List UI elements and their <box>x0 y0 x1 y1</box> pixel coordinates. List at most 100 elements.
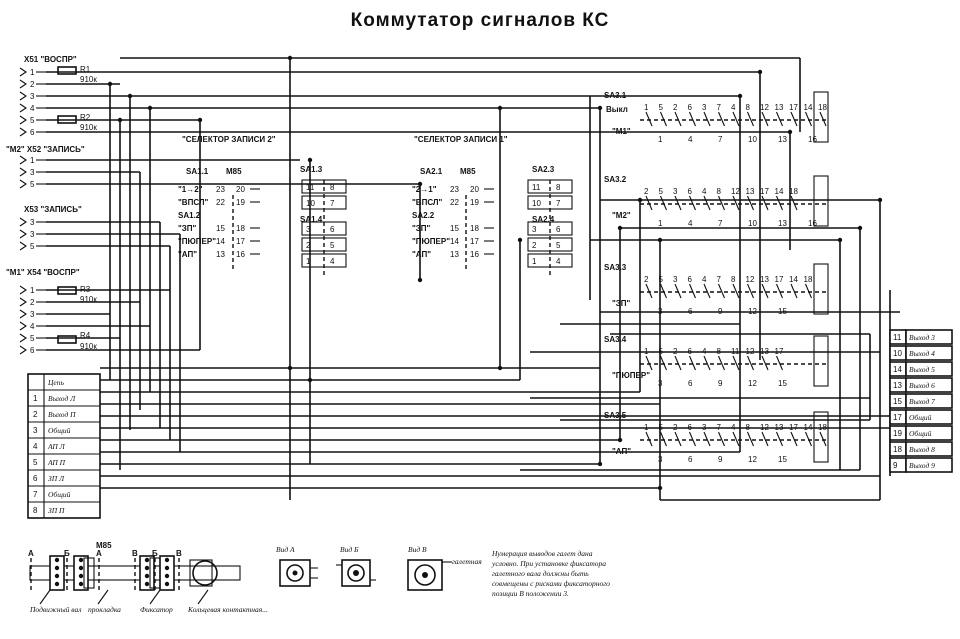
output-name-cell <box>905 393 953 409</box>
switch-contact <box>674 195 682 211</box>
switch-bottom-pin: 10 <box>748 135 757 144</box>
switch-contact <box>761 111 769 127</box>
selector-row-label: "2→1" <box>412 185 437 194</box>
switch-contact <box>761 283 769 299</box>
resistor-r1-ref: R1 <box>80 65 91 74</box>
wafer-contact <box>54 557 60 563</box>
output-name: Выход 4 <box>909 349 935 358</box>
switch-tag: "М1" <box>612 127 631 136</box>
switch-top-pin: 17 <box>789 423 798 432</box>
part-label: прокладка <box>88 605 121 614</box>
wafer-contact <box>78 581 84 587</box>
switch-contact <box>645 431 653 447</box>
x54-pin-number: 6 <box>30 346 35 355</box>
selector-1-col1: SA2.1 <box>420 167 443 176</box>
selector-pin-left: 15 <box>450 224 459 233</box>
output-name: Выход 3 <box>909 333 935 342</box>
selector-pin-left: 13 <box>216 250 225 259</box>
switch-top-pin: 18 <box>818 103 827 112</box>
wafer-contact <box>144 565 150 571</box>
output-pin-number: 18 <box>893 445 902 454</box>
switch-ref: SA3.4 <box>604 335 627 344</box>
junction-dot <box>147 105 153 111</box>
x52-pin-number: 5 <box>30 180 35 189</box>
junction-dot <box>787 129 793 135</box>
switch-tag: "АП" <box>612 447 631 456</box>
output-name-cell <box>905 377 953 393</box>
selector-1-col2: М85 <box>460 167 476 176</box>
junction-dot <box>877 197 883 203</box>
selector-sub-pin-right: 7 <box>556 199 561 208</box>
switch-end-cap <box>813 263 829 315</box>
switch-bottom-pin: 16 <box>808 135 817 144</box>
switch-contact <box>761 431 769 447</box>
note-line: позиции В положении 3. <box>492 589 569 598</box>
switch-bottom-pin: 1 <box>658 135 663 144</box>
wafer-contact <box>144 581 150 587</box>
view-c-extra: галетная <box>452 557 482 566</box>
junction-dot <box>657 485 663 491</box>
switch-contact <box>775 111 784 127</box>
legend-pin: 4 <box>33 442 38 451</box>
legend-pin: 8 <box>33 506 38 515</box>
legend-text: Выход П <box>48 410 76 419</box>
junction-dot <box>197 117 203 123</box>
switch-contact <box>732 283 740 299</box>
part-label: Кольцевая контактная... <box>187 605 268 614</box>
x52-pin-number: 3 <box>30 168 35 177</box>
switch-top-pin: 5 <box>659 187 664 196</box>
x51-pin-chevron <box>19 67 27 77</box>
section-letter: А <box>28 549 34 558</box>
wafer-contact <box>54 565 60 571</box>
junction-dot <box>597 461 603 467</box>
switch-top-pin: 1 <box>644 423 649 432</box>
x54-pin-number: 4 <box>30 322 35 331</box>
selector-pin-right: 18 <box>470 224 479 233</box>
switch-contact <box>703 355 711 371</box>
x51-pin-chevron <box>19 79 27 89</box>
switch-contact <box>717 283 726 299</box>
switch-position-label: Выкл <box>606 105 628 114</box>
selector-1-sub2-title: SA2.4 <box>532 215 555 224</box>
switch-bottom-pin: 13 <box>778 219 787 228</box>
switch-top-pin: 13 <box>760 275 769 284</box>
x54-pin-chevron <box>19 285 27 295</box>
selector-pin-left: 13 <box>450 250 459 259</box>
switch-top-pin: 18 <box>804 275 813 284</box>
switch-contact <box>717 111 726 127</box>
selector-row-label: "ВПСЛ" <box>412 198 443 207</box>
junction-dot <box>617 225 623 231</box>
legend-text: АП Л <box>47 442 66 451</box>
output-name: Выход 5 <box>909 365 935 374</box>
switch-bottom-pin: 12 <box>748 455 757 464</box>
switch-top-pin: 13 <box>775 423 784 432</box>
switch-contact <box>746 355 755 371</box>
switch-top-pin: 3 <box>702 103 707 112</box>
switch-top-pin: 14 <box>775 187 784 196</box>
switch-contact <box>703 431 711 447</box>
junction-dot <box>617 437 623 443</box>
output-name: Общий <box>909 413 932 422</box>
junction-dot <box>497 365 503 371</box>
switch-contact <box>688 283 697 299</box>
junction-dot <box>117 117 123 123</box>
output-pin-number: 13 <box>893 381 902 390</box>
wafer-contact <box>164 565 170 571</box>
switch-top-pin: 17 <box>775 275 784 284</box>
selector-2-sub-title: SA1.3 <box>300 165 323 174</box>
switch-top-pin: 4 <box>731 103 736 112</box>
spacer <box>83 557 95 589</box>
legend-text: Общий <box>48 426 71 435</box>
switch-contact <box>717 195 726 211</box>
switch-top-pin: 17 <box>789 103 798 112</box>
note-line: Нумерация выводов галет дана <box>491 549 593 558</box>
junction-dot <box>287 55 293 61</box>
junction-dot <box>307 157 313 163</box>
switch-contact <box>804 283 813 299</box>
switch-top-pin: 13 <box>746 187 755 196</box>
selector-sub-pin-left: 10 <box>306 199 315 208</box>
output-name-cell <box>905 361 953 377</box>
junction-dot <box>637 197 643 203</box>
